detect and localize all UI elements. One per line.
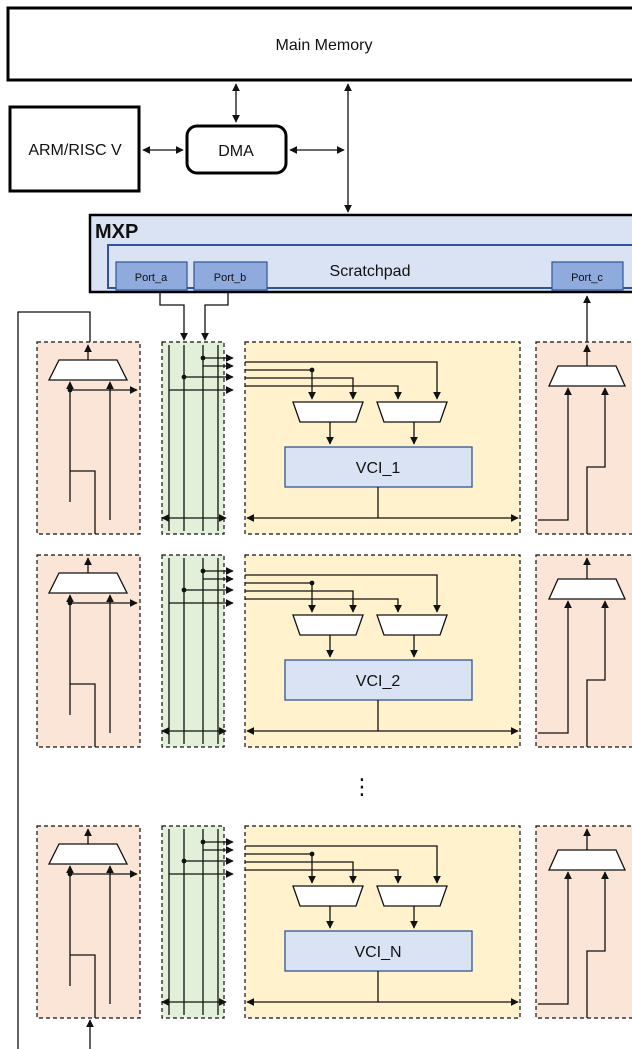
- cpu-label: ARM/RISC V: [28, 142, 122, 159]
- crossbar-junction-2: [181, 374, 187, 380]
- vci-label: VCI_2: [356, 673, 401, 690]
- vci-mux-a: [292, 401, 364, 423]
- vci-junction: [309, 580, 315, 586]
- vci-bus-1: [245, 574, 441, 613]
- port-a-label: Port_a: [135, 272, 168, 284]
- lane-2: VCI_2: [36, 554, 632, 748]
- cpu-block: [8, 105, 141, 193]
- port-c: [551, 261, 624, 291]
- vci-mux-b: [376, 401, 448, 423]
- dma-block: [185, 124, 288, 175]
- input-mux-junction: [67, 600, 73, 606]
- vci-region: [244, 341, 521, 535]
- input-mux-feed: [70, 683, 96, 747]
- port-c-label: Port_c: [571, 272, 603, 284]
- vci-bus-3: [245, 861, 357, 884]
- output-mux-in-2: [586, 600, 609, 747]
- input-mux: [47, 843, 129, 865]
- feedback-wire: [17, 311, 91, 1049]
- vci-bus-4: [245, 385, 402, 400]
- vci-junction: [309, 367, 315, 373]
- crossbar-junction-2: [181, 587, 187, 593]
- lane-1: VCI_1: [36, 341, 632, 535]
- output-mux: [547, 849, 627, 871]
- input-mux-junction: [67, 387, 73, 393]
- crossbar-region: [161, 554, 225, 748]
- port-b: [193, 261, 268, 291]
- vci-bus-1: [245, 361, 441, 400]
- vci-label: VCI_1: [356, 460, 401, 477]
- vci-region: [244, 554, 521, 748]
- vci-junction: [309, 851, 315, 857]
- port-a-link: [159, 292, 188, 341]
- output-mux-in-2: [586, 387, 609, 534]
- scratchpad-label: Scratchpad: [330, 263, 411, 280]
- crossbar-junction-1: [200, 839, 206, 845]
- input-mux: [47, 572, 129, 594]
- output-mux: [547, 365, 627, 387]
- main-memory-block: [6, 6, 632, 82]
- crossbar-region: [161, 825, 225, 1019]
- vci-bus-1: [245, 845, 441, 884]
- vci-mux-b: [376, 614, 448, 636]
- vci-label: VCI_N: [354, 944, 401, 961]
- output-mux-in-1: [538, 871, 572, 1005]
- lane-3: VCI_N: [36, 825, 632, 1019]
- crossbar-junction-1: [200, 568, 206, 574]
- vci-bus-3: [245, 590, 357, 613]
- vci-mux-a: [292, 614, 364, 636]
- vci-bus-3: [245, 377, 357, 400]
- main-memory-label: Main Memory: [276, 37, 373, 54]
- vci-mux-a: [292, 885, 364, 907]
- lane-ellipsis: ⋮: [351, 774, 373, 799]
- input-mux-feed: [70, 954, 96, 1018]
- vci-region: [244, 825, 521, 1019]
- port-a: [115, 261, 188, 291]
- output-mux-in-1: [538, 387, 572, 521]
- crossbar-junction-2: [181, 858, 187, 864]
- dma-label: DMA: [218, 143, 254, 160]
- input-mux-feed: [70, 470, 96, 534]
- vci-mux-b: [376, 885, 448, 907]
- crossbar-region: [161, 341, 225, 535]
- vci-bus-4: [245, 869, 402, 884]
- vci-block: [284, 446, 473, 488]
- vci-bus-4: [245, 598, 402, 613]
- output-mux: [547, 578, 627, 600]
- input-mux-junction: [67, 871, 73, 877]
- port-b-label: Port_b: [214, 272, 246, 284]
- output-mux-in-2: [586, 871, 609, 1018]
- output-mux-in-1: [538, 600, 572, 734]
- mxp-label: MXP: [95, 221, 138, 243]
- port-b-link: [201, 292, 229, 341]
- input-mux: [47, 359, 129, 381]
- crossbar-junction-1: [200, 355, 206, 361]
